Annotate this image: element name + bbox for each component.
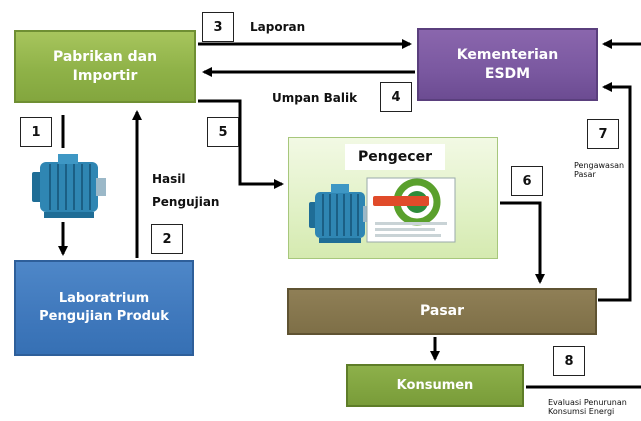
pabrikan-importir-box: Pabrikan dan Importir [14,30,196,103]
pabrikan-line-1: Pabrikan dan [52,48,158,65]
step-6-badge: 6 [511,166,543,196]
kementerian-line-2: ESDM [484,65,531,82]
pasar-label: Pasar [419,303,465,320]
pasar-box: Pasar [287,288,597,335]
label-hasil: Hasil [152,172,186,186]
laboratorium-box: Laboratrium Pengujian Produk [14,260,194,356]
step-8-badge: 8 [553,346,585,376]
label-evaluasi-line-1: Evaluasi Penurunan [548,398,627,407]
kementerian-line-1: Kementerian [456,46,559,63]
label-evaluasi-line-2: Konsumsi Energi [548,407,615,417]
label-umpan-balik: Umpan Balik [272,91,358,105]
pengecer-title: Pengecer [345,144,445,170]
step-2-badge: 2 [151,224,183,254]
label-laporan: Laporan [250,20,306,34]
step-7-badge: 7 [587,119,619,149]
pengecer-box: Pengecer [288,137,498,259]
pengecer-illustration [309,177,456,243]
label-pengawasan: Pengawasan Pasar [574,161,624,179]
konsumen-box: Konsumen [346,364,524,407]
pabrikan-line-2: Importir [72,67,138,84]
label-pengujian: Pengujian [152,195,220,209]
label-pengawasan-line-2: Pasar [574,170,596,180]
step-1-badge: 1 [20,117,52,147]
label-evaluasi: Evaluasi Penurunan Konsumsi Energi [548,398,627,416]
electric-motor-icon [309,184,372,243]
kementerian-esdm-box: Kementerian ESDM [417,28,598,101]
step-5-badge: 5 [207,117,239,147]
step-4-badge: 4 [380,82,412,112]
arrow-distribusi [198,99,284,189]
lab-line-1: Laboratrium [58,291,150,307]
step-3-badge: 3 [202,12,234,42]
energy-label-icon [366,177,456,243]
lab-line-2: Pengujian Produk [39,309,169,324]
label-pengawasan-line-1: Pengawasan [574,161,625,170]
electric-motor-icon [32,154,106,218]
konsumen-label: Konsumen [396,377,474,393]
arrow-pengecer-to-pasar [500,201,545,284]
arrow-pengawasan-pasar [598,82,632,302]
